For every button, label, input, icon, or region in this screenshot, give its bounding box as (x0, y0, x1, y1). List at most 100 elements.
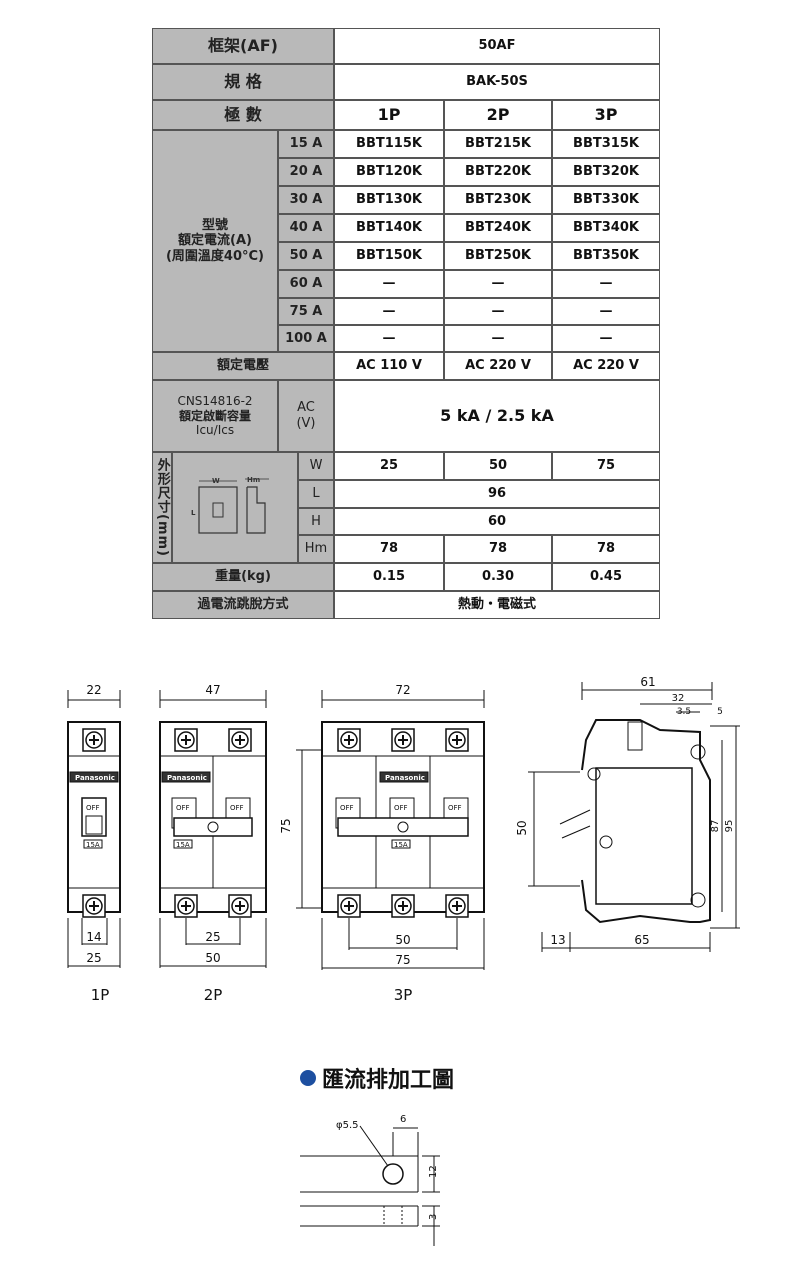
spec-table: 框架(AF) 50AF 規 格 BAK-50S 極 數 1P 2P 3P 型號 … (152, 28, 660, 619)
dim-side-13: 13 (550, 933, 565, 947)
rating-label: 15A (176, 841, 190, 849)
model-cell: BBT150K (334, 242, 444, 270)
off-label: OFF (448, 804, 462, 812)
model-cell: BBT340K (552, 214, 660, 242)
weight-label: 重量(kg) (152, 563, 334, 591)
label-1p: 1P (91, 986, 110, 1004)
model-cell: BBT230K (444, 186, 552, 214)
current-cell: 40 A (278, 214, 334, 242)
model-cell: BBT350K (552, 242, 660, 270)
dim-1p-outer: 25 (86, 951, 101, 965)
poles-label: 極 數 (152, 100, 334, 130)
dim-l-label: L (298, 480, 334, 508)
model-cell: BBT250K (444, 242, 552, 270)
model-cell: — (334, 270, 444, 298)
off-label: OFF (86, 804, 100, 812)
dim-1p-inner: 14 (86, 930, 101, 944)
breaking-label: CNS14816-2 額定啟斷容量 Icu/Ics (152, 380, 278, 452)
model-cell: BBT240K (444, 214, 552, 242)
dim-side-35: 3.5 (677, 707, 691, 717)
off-label: OFF (394, 804, 408, 812)
model-cell: — (552, 325, 660, 352)
trip-value: 熱動・電磁式 (334, 591, 660, 619)
frame-value: 50AF (334, 28, 660, 64)
dim-side-5: 5 (717, 707, 723, 717)
dim-3p-inner: 50 (395, 933, 410, 947)
busbar-d12: 12 (428, 1165, 439, 1178)
weight-cell: 0.30 (444, 563, 552, 591)
dim-l-value: 96 (334, 480, 660, 508)
voltage-cell: AC 110 V (334, 352, 444, 380)
model-cell: — (552, 298, 660, 325)
spec-label: 規 格 (152, 64, 334, 100)
current-cell: 60 A (278, 270, 334, 298)
dim-2p-outer: 50 (205, 951, 220, 965)
dim-3p-height: 75 (279, 818, 293, 833)
current-cell: 75 A (278, 298, 334, 325)
rating-label: 15A (394, 841, 408, 849)
svg-text:Hm: Hm (247, 476, 260, 484)
breaking-unit: AC (V) (278, 380, 334, 452)
model-cell: — (334, 325, 444, 352)
busbar-drawing: φ5.5 6 12 3 (300, 1114, 440, 1246)
off-label: OFF (230, 804, 244, 812)
voltage-label: 額定電壓 (152, 352, 334, 380)
busbar-d6: 6 (400, 1114, 406, 1125)
off-label: OFF (340, 804, 354, 812)
dimension-drawings: Panasonic Panasonic Panasonic OFF OFF OF… (67, 675, 740, 1004)
frame-label: 框架(AF) (152, 28, 334, 64)
trip-label: 過電流跳脫方式 (152, 591, 334, 619)
breaker-1p (67, 690, 121, 968)
spec-value: BAK-50S (334, 64, 660, 100)
dim-w-cell: 50 (444, 452, 552, 480)
dim-w-cell: 25 (334, 452, 444, 480)
dim-side-65: 65 (634, 933, 649, 947)
weight-cell: 0.15 (334, 563, 444, 591)
dim-side-95: 95 (724, 820, 735, 833)
breaking-label-line: CNS14816-2 (177, 394, 253, 409)
off-label: OFF (176, 804, 190, 812)
breaking-unit-line: AC (297, 400, 315, 416)
breaking-label-line: Icu/Ics (195, 423, 235, 438)
dim-hm-cell: 78 (552, 535, 660, 563)
model-label: 型號 額定電流(A) (周圍溫度40°C) (152, 130, 278, 352)
model-cell: BBT330K (552, 186, 660, 214)
dim-h-label: H (298, 508, 334, 535)
model-cell: — (334, 298, 444, 325)
dim-hm-cell: 78 (444, 535, 552, 563)
breaker-3p (296, 690, 485, 970)
dim-2p-top: 47 (205, 683, 220, 697)
model-cell: BBT140K (334, 214, 444, 242)
dim-3p-top: 72 (395, 683, 410, 697)
dim-label: 外形尺寸(mm) (152, 452, 172, 563)
breaking-value: 5 kA / 2.5 kA (334, 380, 660, 452)
model-cell: — (552, 270, 660, 298)
voltage-cell: AC 220 V (552, 352, 660, 380)
dim-2p-inner: 25 (205, 930, 220, 944)
label-2p: 2P (204, 986, 223, 1004)
voltage-cell: AC 220 V (444, 352, 552, 380)
busbar-hole: φ5.5 (336, 1120, 359, 1131)
current-cell: 50 A (278, 242, 334, 270)
svg-text:W: W (212, 477, 220, 485)
model-cell: — (444, 298, 552, 325)
dim-sketch: W Hm L (172, 452, 298, 563)
dim-w-label: W (298, 452, 334, 480)
model-label-line: (周圍溫度40°C) (165, 248, 264, 264)
dim-side-32: 32 (672, 693, 685, 704)
breaker-2p (159, 690, 267, 968)
current-cell: 20 A (278, 158, 334, 186)
breaking-label-line: 額定啟斷容量 (178, 408, 251, 423)
brand-label: Panasonic (385, 774, 425, 782)
model-cell: BBT220K (444, 158, 552, 186)
dim-3p-outer: 75 (395, 953, 410, 967)
model-cell: BBT130K (334, 186, 444, 214)
weight-cell: 0.45 (552, 563, 660, 591)
model-cell: — (444, 325, 552, 352)
current-cell: 15 A (278, 130, 334, 158)
svg-text:L: L (191, 509, 196, 517)
model-cell: BBT120K (334, 158, 444, 186)
model-cell: — (444, 270, 552, 298)
busbar-title: 匯流排加工圖 (300, 1062, 454, 1094)
pole-2p: 2P (444, 100, 552, 130)
